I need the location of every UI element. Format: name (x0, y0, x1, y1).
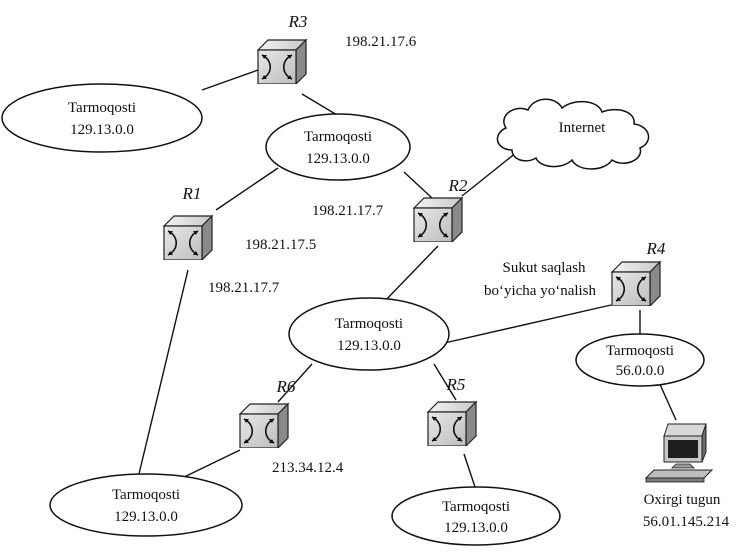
end-node: Oxirgi tugun 56.01.145.214 (643, 423, 730, 530)
network-top-left: Tarmoqosti 129.13.0.0 (1, 83, 203, 153)
default-route-note: Sukut saqlash bo‘yicha yo‘nalish (484, 260, 597, 299)
network-name: Tarmoqosti (442, 499, 510, 515)
address-r3: 198.21.17.6 (345, 34, 417, 50)
internet-cloud: Internet (496, 98, 650, 170)
connections (137, 69, 677, 491)
router-r2: R2 (413, 176, 468, 242)
router-label: R1 (182, 184, 202, 203)
address-r1-right: 198.21.17.5 (245, 237, 316, 253)
network-center: Tarmoqosti 129.13.0.0 (288, 297, 450, 371)
address-r6: 213.34.12.4 (272, 460, 344, 476)
network-name: Tarmoqosti (606, 343, 674, 359)
network-address: 129.13.0.0 (114, 509, 178, 525)
network-top-center: Tarmoqosti 129.13.0.0 (265, 113, 411, 181)
router-icon (257, 39, 307, 84)
network-name: Tarmoqosti (68, 100, 136, 116)
router-icon (413, 197, 463, 242)
router-r5: R5 (427, 375, 477, 446)
router-r4: R4 (611, 239, 666, 306)
network-bottom-center: Tarmoqosti 129.13.0.0 (391, 486, 561, 546)
router-icon (611, 261, 661, 306)
router-r6: R6 (239, 377, 296, 448)
network-name: Tarmoqosti (304, 129, 372, 145)
network-right: Tarmoqosti 56.0.0.0 (575, 333, 705, 387)
network-address: 129.13.0.0 (444, 520, 508, 536)
network-address: 129.13.0.0 (70, 122, 134, 138)
router-label: R4 (646, 239, 666, 258)
router-label: R2 (448, 176, 468, 195)
router-icon (239, 403, 289, 448)
router-label: R5 (446, 375, 466, 394)
internet-label: Internet (559, 120, 606, 136)
address-r2: 198.21.17.7 (312, 203, 384, 219)
interface-addresses: 198.21.17.6 198.21.17.5 198.21.17.7 198.… (208, 34, 417, 476)
network-address: 129.13.0.0 (337, 338, 401, 354)
router-label: R6 (276, 377, 296, 396)
router-r3: R3 (257, 12, 308, 84)
end-node-address: 56.01.145.214 (643, 514, 730, 530)
router-icon (163, 215, 213, 260)
network-address: 56.0.0.0 (616, 363, 665, 379)
network-address: 129.13.0.0 (306, 151, 370, 167)
router-label: R3 (288, 12, 308, 31)
network-name: Tarmoqosti (335, 316, 403, 332)
end-node-name: Oxirgi tugun (644, 492, 721, 508)
network-name: Tarmoqosti (112, 487, 180, 503)
network-bottom-left: Tarmoqosti 129.13.0.0 (49, 473, 243, 537)
computer-icon (644, 423, 714, 483)
address-r1-bottom: 198.21.17.7 (208, 280, 280, 296)
default-route-line-1: Sukut saqlash (503, 260, 586, 276)
cloud-icon (496, 98, 650, 170)
default-route-line-2: bo‘yicha yo‘nalish (484, 283, 597, 299)
router-r1: R1 (163, 184, 213, 260)
router-icon (427, 401, 477, 446)
